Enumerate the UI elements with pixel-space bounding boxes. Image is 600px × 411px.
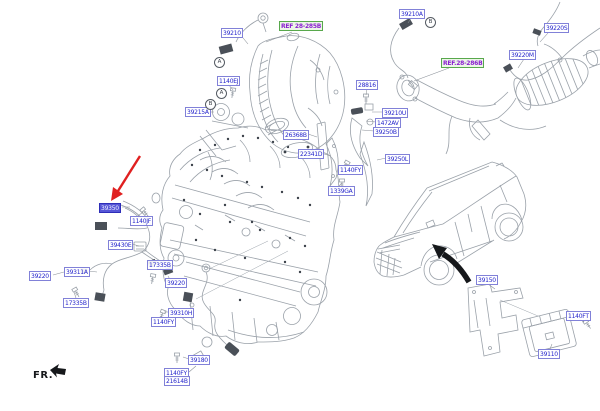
part-label-39311a[interactable]: 39311A xyxy=(64,267,90,277)
part-label-1140ft[interactable]: 1140FT xyxy=(566,311,591,321)
part-label-1140ej[interactable]: 1140EJ xyxy=(217,76,241,86)
part-label-39430e[interactable]: 39430E xyxy=(108,240,134,250)
part-label-39350[interactable]: 39350 xyxy=(99,203,121,213)
callout-a: A xyxy=(216,88,227,99)
callout-b: B xyxy=(425,17,436,28)
part-label-ref-28-286b[interactable]: REF.28-286B xyxy=(441,58,485,68)
callout-b: B xyxy=(205,99,216,110)
part-label-26368b[interactable]: 26368B xyxy=(283,130,309,140)
car-drawing xyxy=(373,161,527,286)
part-label-39220s[interactable]: 39220S xyxy=(544,23,570,33)
leader-lines xyxy=(52,16,585,373)
red-arrow xyxy=(111,155,142,201)
engine-bolt-dots xyxy=(182,134,312,302)
part-label-1140fy[interactable]: 1140FY xyxy=(338,165,363,175)
part-label-39215a[interactable]: 39215A xyxy=(185,107,211,117)
part-label-17335b[interactable]: 17335B xyxy=(63,298,89,308)
part-label-17335b[interactable]: 17335B xyxy=(147,260,173,270)
part-label-1339ga[interactable]: 1339GA xyxy=(328,186,355,196)
part-label-1140fy[interactable]: 1140FY xyxy=(151,317,176,327)
part-label-39210u[interactable]: 39210U xyxy=(382,108,408,118)
callout-a: A xyxy=(214,57,225,68)
car-direction-arrow xyxy=(432,244,472,284)
part-label-39150[interactable]: 39150 xyxy=(476,275,498,285)
part-label-22341d[interactable]: 22341D xyxy=(298,149,325,159)
part-label-ref-28-285b[interactable]: REF 28-285B xyxy=(279,21,324,31)
part-label-39250l[interactable]: 39250L xyxy=(385,154,410,164)
part-label-39250b[interactable]: 39250B xyxy=(373,127,399,137)
bracket-drawings xyxy=(316,93,374,207)
fr-indicator: FR. xyxy=(33,370,54,381)
part-label-1140jf[interactable]: 1140JF xyxy=(130,216,153,226)
exhaust-manifold-drawing xyxy=(199,12,346,159)
part-label-28816[interactable]: 28816 xyxy=(356,80,378,90)
part-label-39310h[interactable]: 39310H xyxy=(168,308,195,318)
part-label-39210[interactable]: 39210 xyxy=(221,28,243,38)
part-label-21614b[interactable]: 21614B xyxy=(164,376,190,386)
part-label-39220[interactable]: 39220 xyxy=(29,271,51,281)
part-label-39110[interactable]: 39110 xyxy=(538,349,560,359)
part-label-39220[interactable]: 39220 xyxy=(165,278,187,288)
part-label-39210a[interactable]: 39210A xyxy=(399,9,425,19)
ecu-drawing xyxy=(467,283,594,358)
engine-drawing xyxy=(151,125,341,344)
bottom-sensors-drawing xyxy=(157,240,289,364)
part-label-39220m[interactable]: 39220M xyxy=(509,50,536,60)
fr-arrow-icon xyxy=(50,364,66,378)
exhaust-pipe-drawing xyxy=(390,1,600,155)
part-label-39180[interactable]: 39180 xyxy=(188,355,210,365)
